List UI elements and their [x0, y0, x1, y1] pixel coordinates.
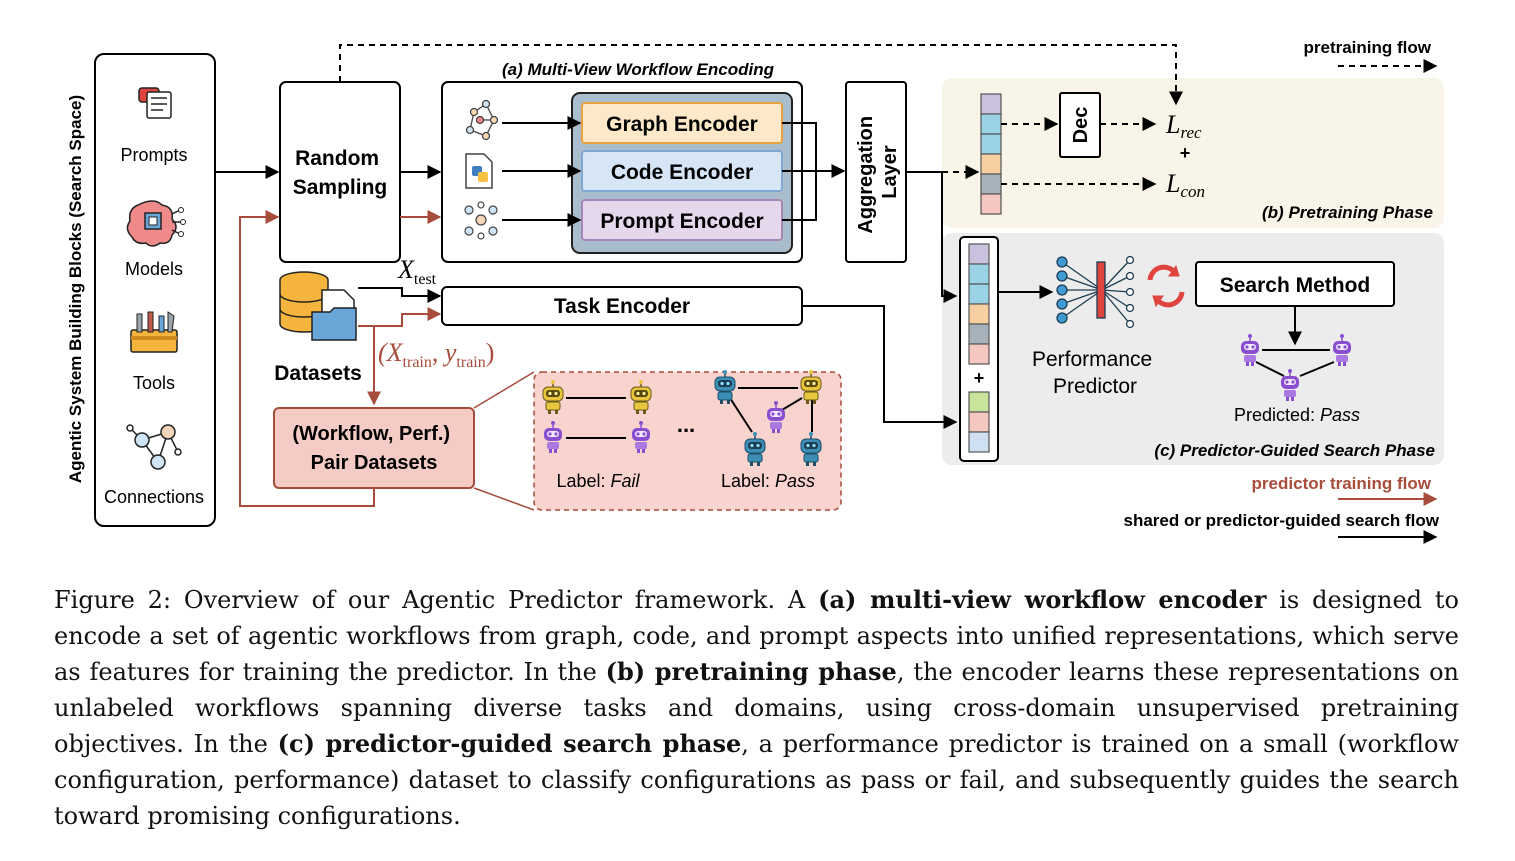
search-space-title: Agentic System Building Blocks (Search S… — [66, 95, 85, 483]
random-sampling-label: Random Sampling — [293, 147, 388, 199]
x-test-label: Xtest — [397, 255, 437, 288]
prompt-view-icon — [464, 201, 498, 240]
loss-rec: Lrec — [1165, 110, 1202, 142]
prompts-label: Prompts — [120, 145, 187, 165]
label-pass: Label: Pass — [721, 471, 815, 491]
search-space-box — [94, 53, 216, 527]
pair-examples-callout — [533, 371, 842, 511]
legend-pretraining-flow: pretraining flow — [1304, 38, 1432, 57]
pass-workflow-example — [714, 369, 822, 467]
folder-icon — [311, 289, 357, 341]
encoding-title: (a) Multi-View Workflow Encoding — [502, 60, 775, 79]
graph-view-icon — [465, 99, 499, 141]
legend-shared-flow: shared or predictor-guided search flow — [1123, 511, 1439, 530]
aggregation-layer-label: Aggregation Layer — [855, 110, 901, 233]
refresh-cycle-icon — [1147, 264, 1185, 308]
code-encoder-label: Code Encoder — [611, 161, 753, 184]
random-sampling-box — [279, 81, 401, 263]
prompts-icon — [138, 87, 172, 119]
label-fail: Label: Fail — [556, 471, 640, 491]
task-encoder-label: Task Encoder — [554, 295, 690, 318]
pretraining-embedding — [980, 93, 1002, 215]
decoder-label: Dec — [1070, 107, 1092, 144]
tools-label: Tools — [133, 373, 175, 393]
predicted-label: Predicted: Pass — [1234, 405, 1360, 425]
performance-predictor-label: Performance Predictor — [1032, 348, 1158, 398]
prompt-encoder-label: Prompt Encoder — [600, 210, 763, 233]
tools-icon — [130, 311, 178, 353]
connections-label: Connections — [104, 487, 204, 507]
search-phase-title: (c) Predictor-Guided Search Phase — [1154, 441, 1435, 460]
neural-network-icon — [1056, 255, 1135, 329]
predictor-training-flow — [239, 210, 375, 507]
pretraining-phase-title: (b) Pretraining Phase — [1262, 203, 1433, 222]
search-method-label: Search Method — [1220, 274, 1371, 297]
concat-embedding — [968, 243, 990, 453]
x-train-label: (Xtrain, ytrain) — [378, 338, 494, 371]
fail-workflow-example — [542, 379, 652, 454]
concat-plus: + — [974, 368, 985, 388]
figure-caption: Figure 2: Overview of our Agentic Predic… — [54, 585, 1459, 830]
models-icon — [126, 200, 186, 247]
graph-encoder-label: Graph Encoder — [606, 113, 758, 136]
connections-icon — [126, 424, 182, 470]
predicted-workflow — [1240, 333, 1352, 402]
pair-datasets-box — [273, 407, 475, 489]
legend-predictor-training-flow: predictor training flow — [1252, 474, 1432, 493]
pretraining-flow-top — [339, 44, 1183, 106]
code-view-icon — [465, 153, 493, 189]
models-label: Models — [125, 259, 183, 279]
pair-ellipsis: ... — [677, 412, 695, 437]
loss-con: Lcon — [1165, 169, 1205, 201]
datasets-label: Datasets — [274, 362, 362, 385]
loss-plus: + — [1180, 143, 1191, 163]
pair-datasets-label: (Workflow, Perf.) Pair Datasets — [292, 423, 455, 474]
